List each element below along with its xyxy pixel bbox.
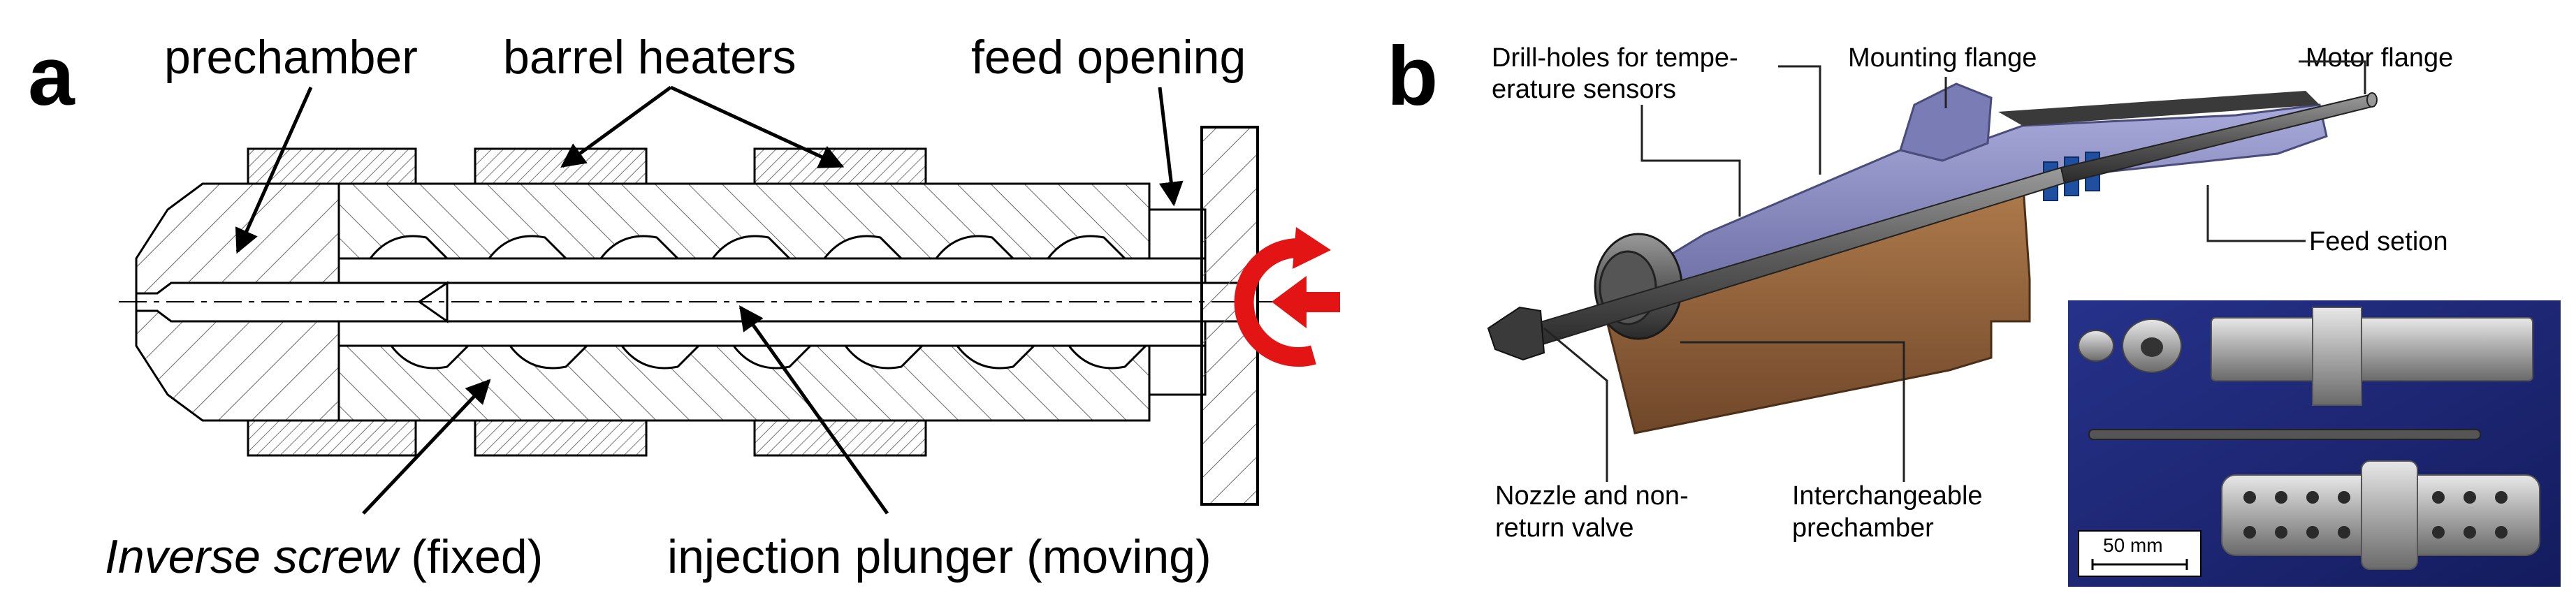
screw-flights [368, 235, 1149, 370]
heater-band [1599, 177, 2031, 434]
label-mounting-flange: Mounting flange [1848, 43, 2037, 73]
label-prechamber-b-1: Interchangeable [1792, 481, 1983, 511]
photo-part-nozzle [2078, 330, 2114, 362]
panel-a-letter: a [28, 29, 75, 123]
nozzle-tip [1487, 306, 1545, 361]
photo-part-screw [2088, 429, 2481, 440]
label-nozzle-1: Nozzle and non- [1495, 481, 1689, 511]
label-inverse-screw-italic: Inverse screw [105, 530, 400, 583]
label-inverse-screw-rest: (fixed) [398, 530, 543, 583]
label-barrel-heaters: barrel heaters [503, 31, 796, 84]
housing-top-face [1998, 91, 2320, 126]
label-injection-plunger: injection plunger (moving) [667, 530, 1211, 583]
scale-bar-box [2078, 530, 2202, 577]
mounting-flange [1899, 82, 1993, 162]
panel-a: a [28, 29, 1340, 583]
photo-part-flange [2312, 307, 2362, 406]
panel-b: b Drill-holes for tempe- erature sensors… [1387, 29, 2561, 587]
heater-block [474, 419, 648, 457]
label-prechamber: prechamber [164, 31, 418, 84]
shaft-end [2366, 92, 2378, 108]
label-prechamber-b-2: prechamber [1792, 513, 1934, 543]
plunger-tip [417, 281, 449, 323]
photo-inset: 50 mm [2068, 300, 2561, 587]
photo-part-ring-hole [2141, 337, 2163, 357]
label-inverse-screw: Inverse screw (fixed) [105, 530, 543, 583]
heater-block [753, 419, 927, 457]
label-feed-opening: feed opening [971, 31, 1246, 84]
rotation-arrow [1234, 227, 1331, 367]
photo-part-barrel-flange [2361, 460, 2418, 570]
heater-block [474, 147, 648, 185]
scale-bar-label: 50 mm [2103, 534, 2163, 556]
heater-block [247, 147, 417, 185]
leader-lines-a [235, 85, 1184, 515]
barrel-heaters-top [247, 147, 927, 185]
push-arrow [1272, 276, 1340, 328]
label-nozzle-2: return valve [1495, 513, 1634, 543]
leader-lines-b [1543, 60, 2366, 482]
photo-part-holes [2243, 491, 2508, 539]
heater-block [247, 419, 417, 457]
label-drill-holes-1: Drill-holes for tempe- [1492, 43, 1738, 73]
label-feed-section: Feed setion [2309, 227, 2448, 256]
panel-b-letter: b [1387, 29, 1438, 123]
label-motor-flange: Motor flange [2306, 43, 2453, 73]
photo-part-housing-half [2211, 317, 2533, 381]
label-drill-holes-2: erature sensors [1492, 75, 1676, 104]
